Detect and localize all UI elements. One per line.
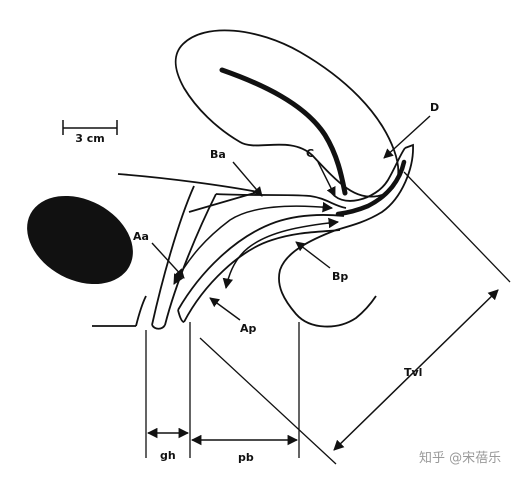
uterus-outline <box>174 29 400 198</box>
label-d: D <box>430 101 439 114</box>
scale-label: 3 cm <box>75 132 104 145</box>
tvl-arrow <box>333 289 499 451</box>
perineum-body <box>135 295 147 327</box>
label-bp: Bp <box>332 270 348 283</box>
tvl-guides <box>199 171 511 465</box>
perineal-edge <box>177 309 185 323</box>
urethra-tip <box>151 324 166 330</box>
label-aa: Aa <box>133 230 149 243</box>
ap-pointer <box>209 297 241 321</box>
canal-arrow-lower <box>222 217 340 290</box>
label-pb: pb <box>238 451 254 464</box>
ba-pointer <box>232 161 263 197</box>
vaginal-canal-mid <box>177 213 345 311</box>
cervix <box>329 147 406 202</box>
vaginal-canal-upper <box>215 193 347 209</box>
label-ba: Ba <box>210 148 226 161</box>
label-gh: gh <box>160 449 176 462</box>
label-c: C <box>306 147 314 160</box>
posterior-wall <box>183 229 341 323</box>
posterior-fornix-thick <box>335 159 407 217</box>
anterior-wall-outer <box>151 185 195 326</box>
bladder-outline <box>117 173 259 213</box>
vaginal-apex <box>335 143 414 231</box>
c-pointer <box>317 161 336 197</box>
rectum-outline <box>278 229 377 328</box>
measurement-guides <box>145 322 300 458</box>
label-tvl: Tvl <box>404 366 422 379</box>
pubic-bone <box>27 195 133 285</box>
aa-pointer <box>151 242 185 279</box>
scale-bar <box>62 120 118 135</box>
watermark-text: 知乎 @宋蓓乐 <box>419 450 501 466</box>
label-ap: Ap <box>240 322 257 335</box>
uterine-cavity <box>219 67 348 196</box>
bp-pointer <box>295 241 331 269</box>
d-pointer <box>383 115 431 159</box>
